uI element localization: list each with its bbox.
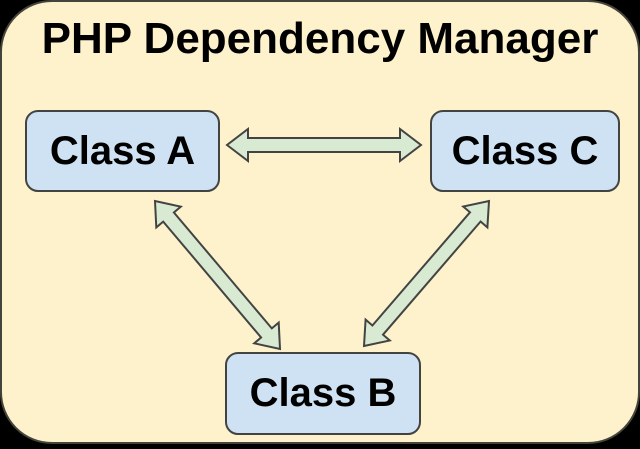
node-class-b: Class B — [225, 352, 421, 435]
node-class-c: Class C — [430, 110, 620, 192]
arrow-a-b — [153, 199, 282, 351]
arrow-b-c — [362, 199, 491, 348]
node-class-a: Class A — [25, 110, 220, 192]
diagram-title: PHP Dependency Manager — [41, 14, 599, 63]
arrow-a-c — [225, 126, 423, 164]
